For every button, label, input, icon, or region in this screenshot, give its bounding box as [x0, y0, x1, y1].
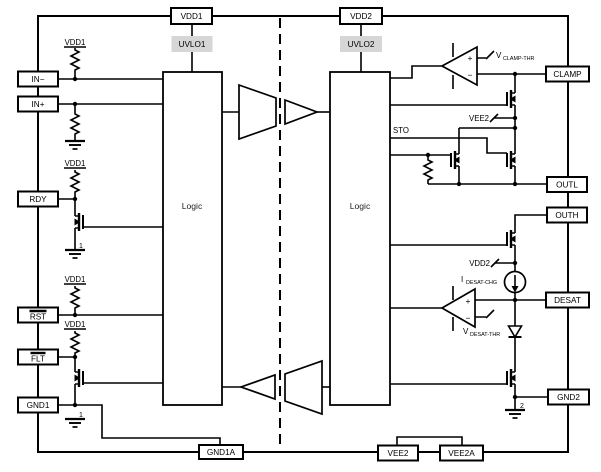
- clamp-comp-minus: −: [468, 70, 473, 80]
- rst-pullup-resistor: [64, 283, 86, 315]
- outh-pullup-mosfet: [506, 230, 516, 248]
- flt-open-drain-mosfet: [74, 369, 84, 387]
- svg-text:I: I: [461, 275, 463, 284]
- net-label-vdd1-flt: VDD1: [65, 320, 86, 329]
- svg-text:V: V: [463, 327, 469, 336]
- rdy-ground-symbol: 1: [65, 243, 85, 259]
- svg-text:RST: RST: [30, 313, 46, 322]
- pin-rdy: RDY: [17, 190, 59, 208]
- pin-vdd1: VDD1: [170, 7, 213, 25]
- pin-in-n: IN−: [17, 70, 59, 88]
- forward-channel-buffers: [222, 83, 330, 141]
- pin-gnd1a: GND1A: [198, 444, 244, 460]
- in-p-ground-symbol: [65, 139, 85, 150]
- net-label-vdd1-rdy: VDD1: [65, 159, 86, 168]
- flt-pullup-resistor: [64, 328, 86, 357]
- i-desat-chg-label: I DESAT-CHG: [461, 275, 497, 286]
- uvlo1-label: UVLO1: [179, 40, 206, 49]
- pin-vee2: VEE2: [377, 444, 419, 462]
- junction-dots: [72, 71, 518, 408]
- desat-comp-plus: +: [466, 296, 471, 306]
- gnd1-ground-symbol: 1: [65, 412, 85, 428]
- pin-outh: OUTH: [546, 206, 588, 224]
- clamp-mosfet: [506, 90, 516, 108]
- pin-outl: OUTL: [546, 176, 588, 193]
- svg-text:VDD1: VDD1: [181, 12, 203, 21]
- desat-comp-minus: −: [466, 313, 471, 323]
- ground-ref-1b: 1: [79, 412, 83, 419]
- clamp-comparator: + −: [440, 43, 478, 89]
- rdy-open-drain-mosfet: [74, 213, 84, 231]
- desat-discharge-mosfet: [506, 369, 516, 387]
- svg-text:CLAMP: CLAMP: [553, 70, 582, 79]
- svg-text:GND1A: GND1A: [207, 448, 236, 457]
- rdy-pullup-resistor: [64, 167, 86, 199]
- svg-text:CLAMP-THR: CLAMP-THR: [503, 56, 535, 62]
- pin-rst: RST: [17, 306, 59, 324]
- in-n-pullup-resistor: [64, 46, 86, 79]
- svg-text:V: V: [496, 51, 502, 60]
- net-label-vdd2: VDD2: [469, 259, 490, 268]
- svg-text:DESAT-THR: DESAT-THR: [470, 332, 500, 338]
- clamp-comp-plus: +: [468, 53, 473, 63]
- v-desat-thr-label: V DESAT-THR: [463, 327, 500, 338]
- svg-text:VDD2: VDD2: [350, 12, 372, 21]
- desat-charge-current-source: [503, 270, 527, 294]
- svg-text:RDY: RDY: [29, 195, 47, 204]
- uvlo1-block: [171, 36, 213, 52]
- net-label-vee2: VEE2: [469, 114, 489, 123]
- pin-gnd2: GND2: [547, 388, 590, 406]
- net-label-vdd1-in: VDD1: [65, 38, 86, 47]
- svg-text:IN+: IN+: [32, 100, 45, 109]
- gnd2-ground-symbol: 2: [505, 403, 525, 419]
- pin-gnd1: GND1: [17, 396, 59, 414]
- v-clamp-thr-label: V CLAMP-THR: [496, 51, 535, 62]
- supply-top-wires: [191, 24, 362, 72]
- uvlo2-label: UVLO2: [348, 40, 375, 49]
- svg-text:IN−: IN−: [32, 75, 45, 84]
- desat-diode: [507, 325, 523, 339]
- rx-buffer-triangle: [284, 98, 320, 126]
- pin-clamp: CLAMP: [545, 65, 590, 83]
- ground-ref-2: 2: [520, 403, 524, 410]
- logic1-label: Logic: [182, 201, 203, 211]
- outl-pulldown-mosfet: [450, 151, 460, 169]
- tx-driver-trapezoid-reverse: [284, 359, 323, 416]
- logic1-block: [162, 71, 223, 406]
- outl-gate-resistor: [422, 155, 434, 184]
- right-side-wires: [390, 50, 548, 445]
- svg-text:DESAT: DESAT: [554, 296, 581, 305]
- svg-text:OUTL: OUTL: [556, 181, 578, 190]
- svg-text:VEE2A: VEE2A: [448, 449, 475, 458]
- reverse-channel-buffers: [222, 359, 330, 416]
- ground-ref-1: 1: [79, 243, 83, 250]
- svg-text:VEE2: VEE2: [388, 449, 409, 458]
- pin-vdd2: VDD2: [339, 7, 383, 25]
- svg-text:GND1: GND1: [27, 401, 50, 410]
- sto-mosfet: [506, 151, 516, 169]
- desat-comparator: + −: [440, 286, 476, 331]
- pin-in-p: IN+: [17, 95, 59, 113]
- logic2-label: Logic: [350, 201, 371, 211]
- net-label-vdd1-rst: VDD1: [65, 275, 86, 284]
- pin-desat: DESAT: [545, 291, 590, 309]
- uvlo2-block: [340, 36, 382, 52]
- logic2-block: [329, 71, 391, 406]
- svg-text:OUTH: OUTH: [555, 211, 578, 220]
- svg-text:FLT: FLT: [31, 355, 45, 364]
- pin-vee2a: VEE2A: [439, 444, 484, 462]
- net-label-sto: STO: [393, 126, 409, 135]
- rx-buffer-triangle-reverse: [238, 373, 276, 401]
- svg-text:DESAT-CHG: DESAT-CHG: [466, 280, 497, 286]
- pin-flt: FLT: [17, 348, 59, 366]
- tx-driver-trapezoid: [238, 83, 277, 141]
- in-p-pulldown-resistor: [69, 104, 81, 141]
- svg-text:GND2: GND2: [557, 393, 580, 402]
